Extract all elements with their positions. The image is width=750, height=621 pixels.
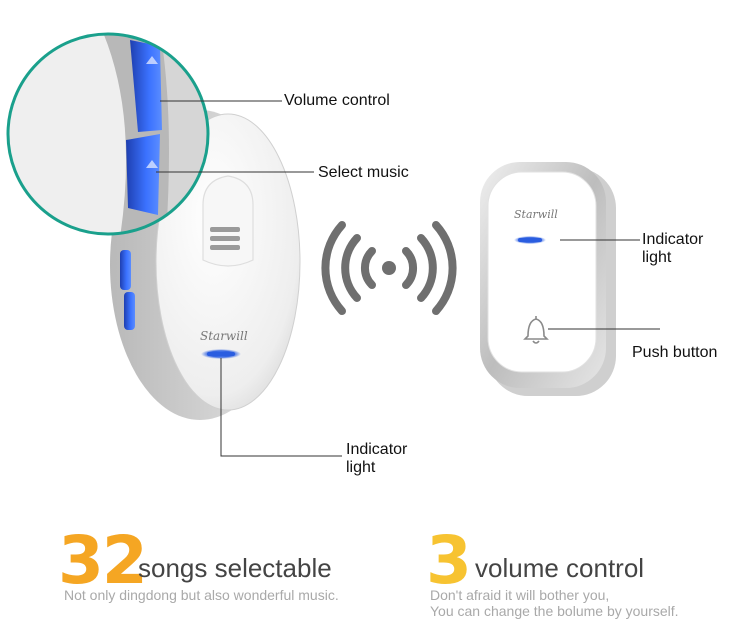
speaker-grille-icon (210, 227, 240, 250)
leader-lines (156, 100, 660, 457)
wireless-signal-icon (321, 221, 457, 315)
feature-desc-songs: Not only dingdong but also wonderful mus… (64, 587, 339, 603)
feature-title-volume: volume control (475, 553, 645, 583)
bell-icon (523, 316, 549, 344)
transmitter-brand-logo: Starwill (514, 208, 558, 221)
feature-number-32: 32 (58, 522, 148, 599)
transmitter-unit: Starwill (480, 162, 616, 396)
doorbell-illustration: Starwill (6, 32, 660, 457)
feature-desc-volume-line2: You can change the bolume by yourself. (430, 603, 679, 619)
feature-title-songs: songs selectable (138, 553, 332, 583)
zoom-detail (6, 32, 210, 236)
label-receiver-indicator-light: Indicator light (346, 441, 408, 476)
label-transmitter-indicator-light: Indicator light (642, 231, 704, 266)
receiver-brand-logo: Starwill (200, 329, 248, 343)
feature-number-3: 3 (426, 522, 472, 599)
label-volume-control: Volume control (284, 92, 390, 109)
label-select-music: Select music (318, 164, 409, 181)
label-push-button: Push button (632, 344, 718, 361)
feature-desc-volume-line1: Don't afraid it will bother you, (430, 587, 610, 603)
